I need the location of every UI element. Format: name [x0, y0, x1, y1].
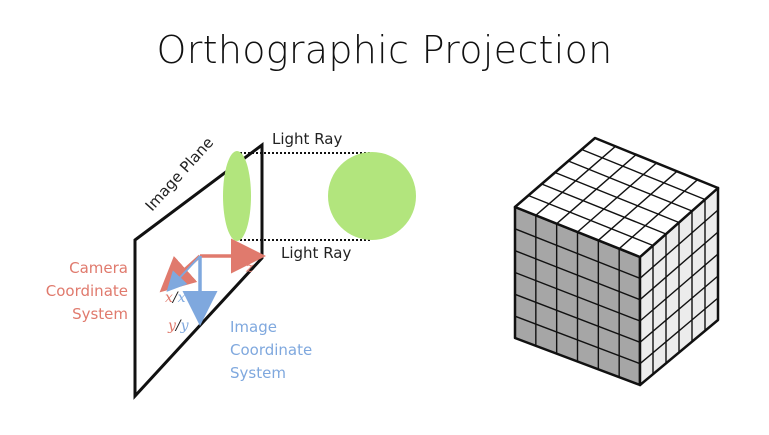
page-title: Orthographic Projection [156, 28, 613, 72]
object-circle [328, 152, 416, 240]
image-x-axis [166, 255, 201, 292]
light-ray-top-label: Light Ray [272, 130, 342, 148]
cube-side-face-grid-line [639, 297, 719, 365]
axis-x-label: x/x [165, 290, 186, 306]
image-label-line3: System [230, 364, 286, 382]
image-label-line2: Coordinate [230, 341, 312, 359]
axis-z-label: z [245, 260, 254, 276]
camera-label-line3: System [72, 305, 128, 323]
projected-ellipse [223, 151, 251, 241]
image-label-line1: Image [230, 318, 277, 336]
voxel-cube [513, 136, 720, 387]
axis-y-label: y/y [167, 318, 190, 334]
camera-label-line2: Coordinate [46, 282, 128, 300]
cube-front-face-grid-line [514, 315, 641, 365]
camera-label-line1: Camera [69, 259, 128, 277]
image-plane-label: Image Plane [142, 134, 218, 215]
light-ray-bottom-label: Light Ray [281, 244, 351, 262]
cube-top-face-grid-line [618, 179, 698, 250]
